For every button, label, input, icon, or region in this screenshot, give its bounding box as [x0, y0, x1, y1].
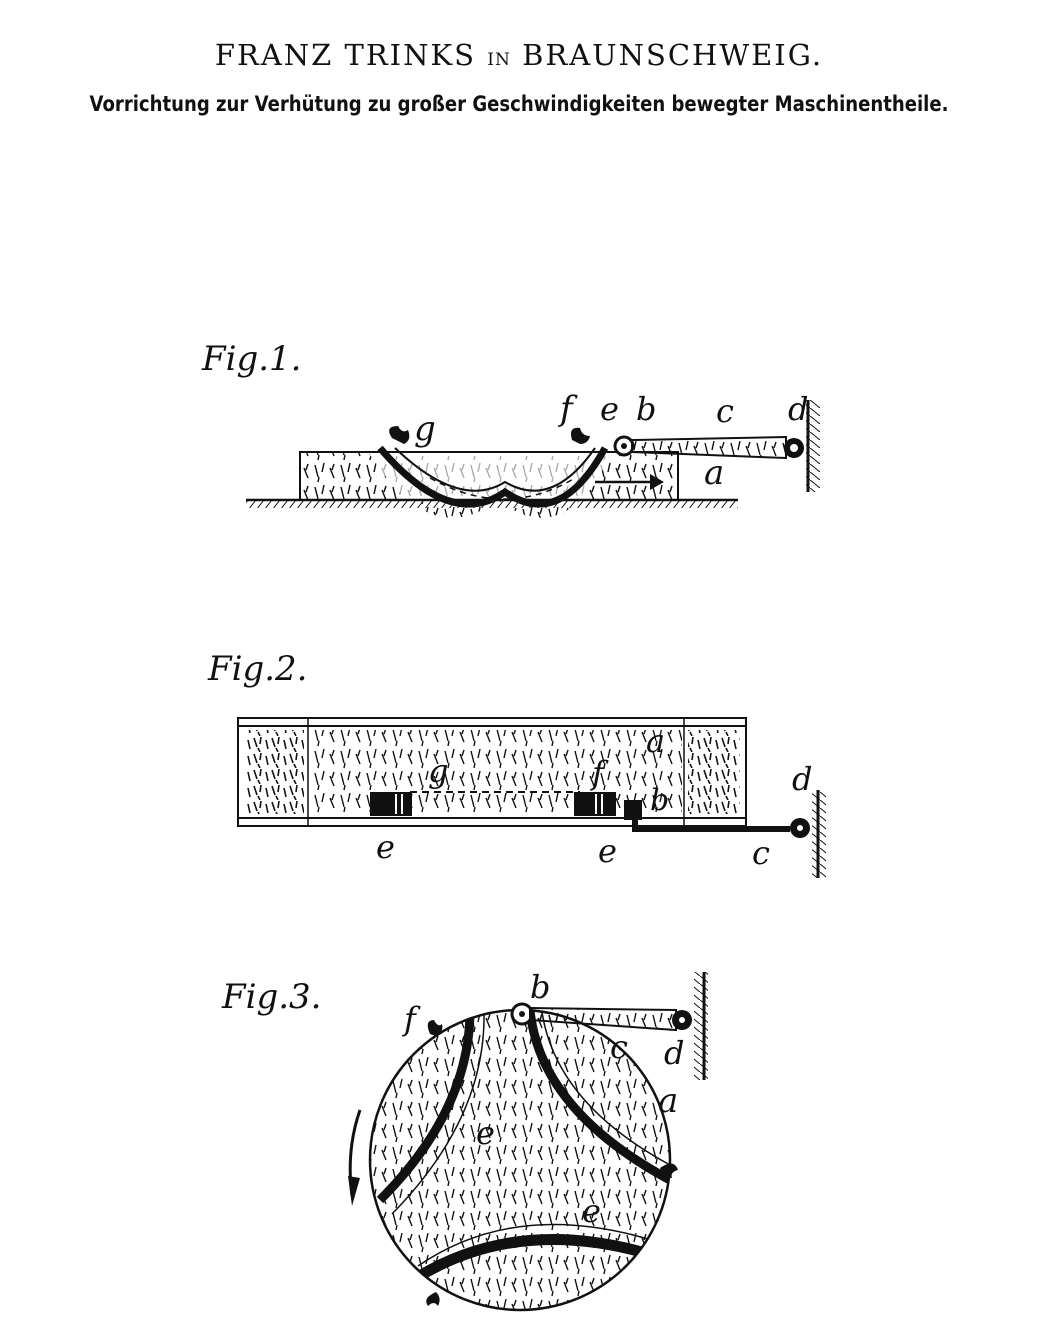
- figure-1: Fig.1.: [201, 339, 820, 518]
- fig1-label-c: c: [716, 392, 734, 430]
- fig1-label-e: e: [600, 390, 619, 428]
- fig1-wall-d: [784, 400, 820, 492]
- fig3-label-e-lower: e: [582, 1192, 601, 1230]
- fig1-label-g: g: [414, 409, 436, 449]
- fig2-block-e-left: [370, 792, 412, 816]
- inventor-name: FRANZ TRINKS: [214, 38, 477, 72]
- fig2-label-e-left: e: [376, 828, 395, 866]
- fig3-label-a: a: [658, 1081, 678, 1121]
- fig1-label-a: a: [704, 453, 724, 493]
- figure-1-label: Fig.1.: [201, 339, 301, 379]
- fig3-disc-a: [368, 1008, 678, 1312]
- fig1-hook-f: [571, 427, 590, 444]
- fig2-rod-c: [632, 820, 790, 832]
- fig2-label-a: a: [646, 722, 665, 760]
- fig2-label-d: d: [792, 760, 812, 798]
- fig2-wall-d: [790, 790, 826, 878]
- fig1-curved-track: [377, 445, 609, 508]
- fig1-label-f: f: [557, 389, 578, 429]
- fig1-direction-arrow: [595, 474, 664, 490]
- fig3-label-b: b: [530, 968, 550, 1006]
- figure-3: Fig.3.: [221, 968, 708, 1312]
- fig2-label-g: g: [428, 752, 448, 790]
- fig1-pivot-b: [613, 435, 635, 457]
- fig2-block-e-right: [574, 792, 616, 816]
- patent-title: FRANZ TRINKS IN BRAUNSCHWEIG.: [0, 38, 1038, 72]
- figure-3-label: Fig.3.: [221, 977, 321, 1017]
- fig3-label-f: f: [402, 1000, 421, 1038]
- fig2-plank: [237, 717, 747, 827]
- fig1-label-d: d: [788, 390, 808, 428]
- fig2-pivot-b: [624, 800, 642, 820]
- fig2-label-c: c: [752, 834, 770, 872]
- patent-subtitle: Vorrichtung zur Verhütung zu großer Gesc…: [89, 92, 949, 116]
- fig3-label-d: d: [664, 1034, 684, 1072]
- fig3-wall-d: [672, 972, 708, 1080]
- fig3-label-c: c: [610, 1028, 628, 1066]
- fig3-label-e-upper: e: [476, 1114, 495, 1152]
- fig1-rod-c: [631, 435, 787, 460]
- fig2-label-e-right: e: [598, 832, 617, 870]
- fig1-hook-g: [389, 426, 410, 444]
- fig3-rod-c: [529, 1006, 677, 1032]
- title-preposition: IN: [487, 50, 511, 70]
- figure-2-label: Fig.2.: [207, 649, 307, 689]
- fig2-label-b: b: [650, 783, 669, 818]
- figure-2: Fig.2.: [207, 649, 826, 878]
- inventor-city: BRAUNSCHWEIG.: [522, 38, 824, 72]
- fig3-rotation-arrow: [348, 1109, 362, 1206]
- fig1-label-b: b: [636, 390, 656, 428]
